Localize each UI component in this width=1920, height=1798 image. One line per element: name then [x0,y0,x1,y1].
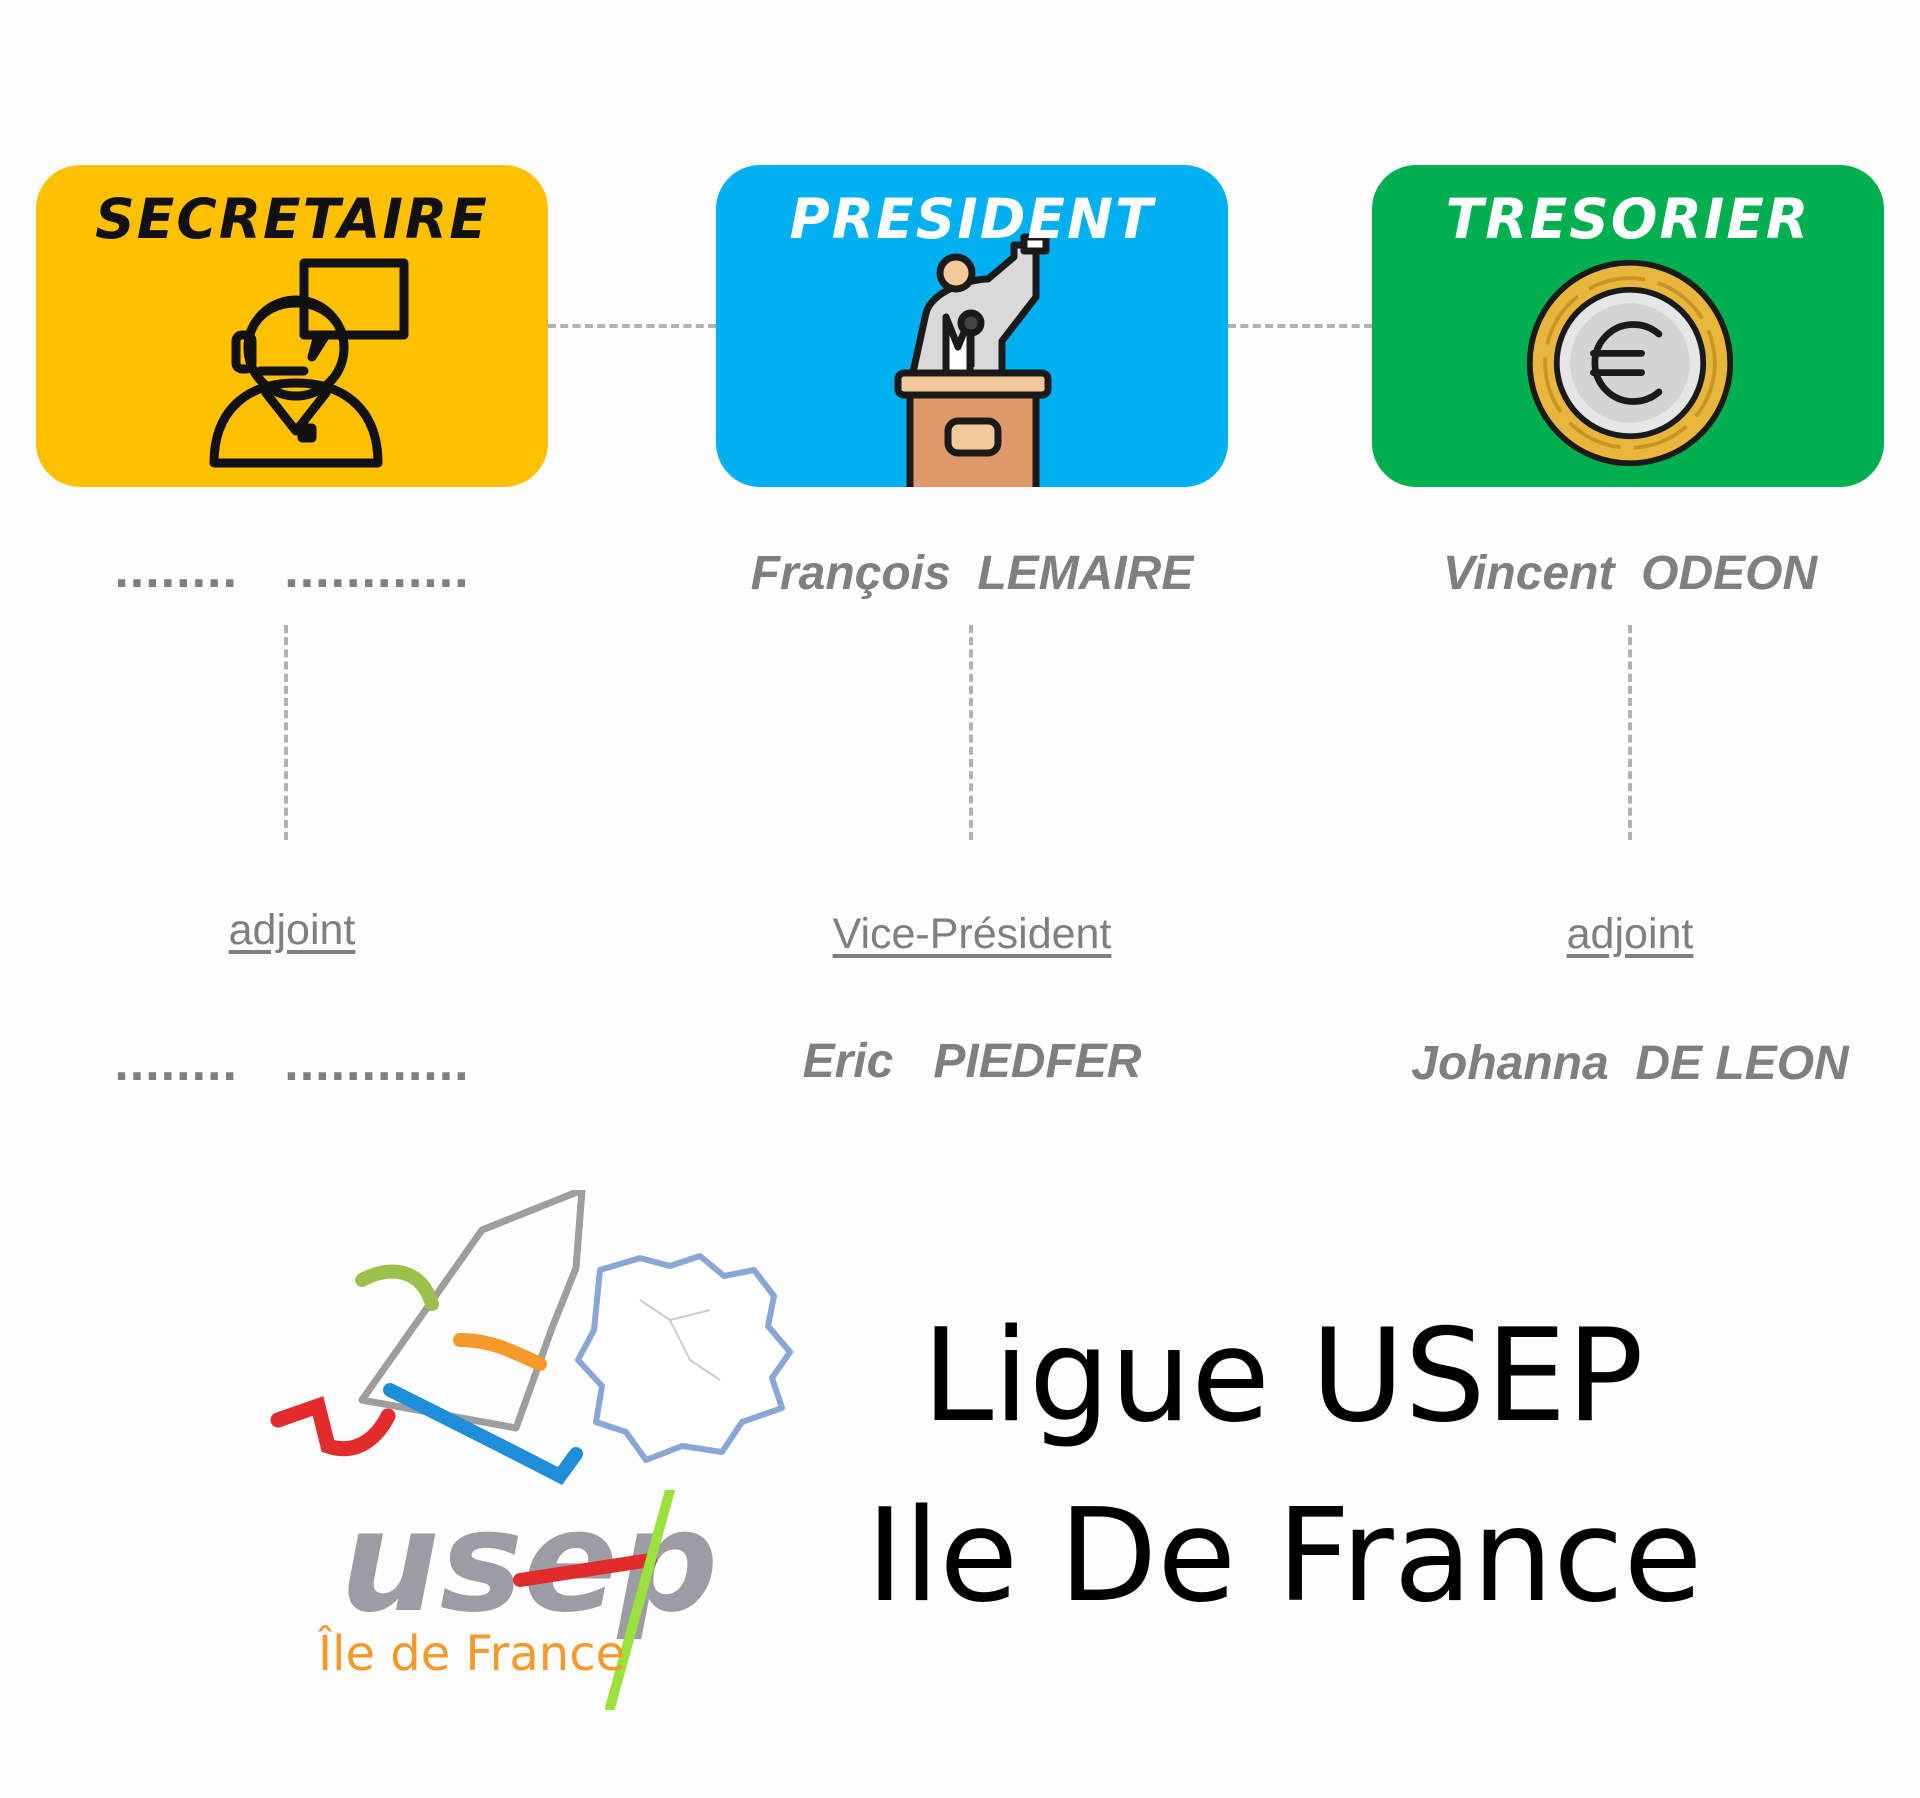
president-deputy-name: Eric PIEDFER [802,1035,1142,1088]
speaker-at-podium-icon [894,233,1052,487]
tresorier-title: TRESORIER [1445,187,1811,251]
president-deputy-label: Vice-Président [832,910,1112,958]
usep-logo: usep Île de France [270,1190,830,1710]
secretaire-title: SECRETAIRE [95,187,489,251]
tresorier-deputy-name: Johanna DE LEON [1411,1037,1849,1090]
president-card: PRESIDENT [716,165,1228,487]
call-center-operator-icon [209,258,409,468]
president-title: PRESIDENT [789,187,1155,251]
secretaire-name: ........ ............ [114,541,470,599]
usep-emblem-icon [270,1190,793,1485]
connector-secretaire-president [548,324,716,328]
tresorier-name: Vincent ODEON [1442,547,1818,600]
league-title-line2: Ile De France [866,1482,1703,1631]
connector-secretaire-adjoint [284,625,288,840]
usep-region-text: Île de France [318,1626,626,1682]
tresorier-card: TRESORIER [1372,165,1884,487]
connector-president-vice [969,625,973,840]
svg-text:usep: usep [340,1490,718,1644]
euro-coin-icon [1526,259,1734,467]
secretaire-deputy-label: adjoint [228,906,356,954]
connector-president-tresorier [1228,324,1372,328]
league-title-line1: Ligue USEP [922,1302,1644,1451]
usep-wordmark: usep [340,1490,718,1710]
secretaire-card: SECRETAIRE [36,165,548,487]
tresorier-deputy-label: adjoint [1566,910,1694,958]
connector-tresorier-adjoint [1628,625,1632,840]
secretaire-deputy-name: ........ ............ [114,1034,470,1092]
president-name: François LEMAIRE [750,547,1194,600]
